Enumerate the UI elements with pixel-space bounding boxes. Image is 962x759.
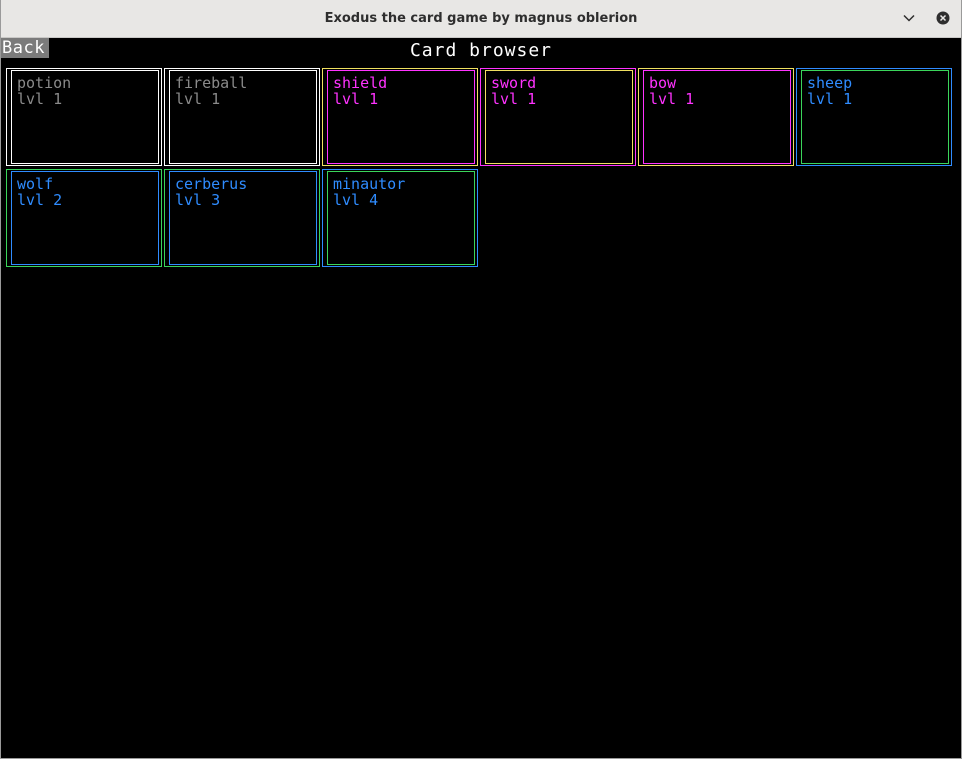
card-shield[interactable]: shield lvl 1 [322,68,478,166]
card-name: fireball [175,74,248,92]
card-frame [169,70,317,164]
back-button[interactable]: Back [1,38,49,58]
card-level: lvl 1 [175,90,221,108]
card-frame [11,70,159,164]
card-name: cerberus [175,175,248,193]
card-level: lvl 1 [17,90,63,108]
card-frame [327,70,475,164]
card-name: shield [333,74,388,92]
minimize-button[interactable] [899,8,919,28]
card-frame [643,70,791,164]
card-name: sword [491,74,537,92]
card-level: lvl 3 [175,191,221,209]
card-frame [11,171,159,265]
chevron-down-icon [903,14,915,22]
card-bow[interactable]: bow lvl 1 [638,68,794,166]
card-fireball[interactable]: fireball lvl 1 [164,68,320,166]
card-wolf[interactable]: wolf lvl 2 [6,169,162,267]
card-frame [485,70,633,164]
card-sword[interactable]: sword lvl 1 [480,68,636,166]
card-cerberus[interactable]: cerberus lvl 3 [164,169,320,267]
card-name: wolf [17,175,54,193]
card-level: lvl 1 [807,90,853,108]
card-name: bow [649,74,677,92]
card-level: lvl 1 [333,90,379,108]
page-title: Card browser [409,40,553,61]
card-level: lvl 1 [649,90,695,108]
card-name: potion [17,74,72,92]
card-name: minautor [333,175,406,193]
card-level: lvl 2 [17,191,63,209]
card-name: sheep [807,74,853,92]
close-circle-icon [936,11,950,25]
card-minautor[interactable]: minautor lvl 4 [322,169,478,267]
card-frame [327,171,475,265]
card-sheep[interactable]: sheep lvl 1 [796,68,952,166]
title-bar[interactable]: Exodus the card game by magnus oblerion [1,0,961,38]
card-level: lvl 4 [333,191,379,209]
card-frame [801,70,949,164]
game-canvas: Back Card browser potion lvl 1 fireball … [1,38,961,758]
window-title: Exodus the card game by magnus oblerion [324,11,638,26]
card-frame [169,171,317,265]
card-level: lvl 1 [491,90,537,108]
card-potion[interactable]: potion lvl 1 [6,68,162,166]
close-button[interactable] [933,8,953,28]
